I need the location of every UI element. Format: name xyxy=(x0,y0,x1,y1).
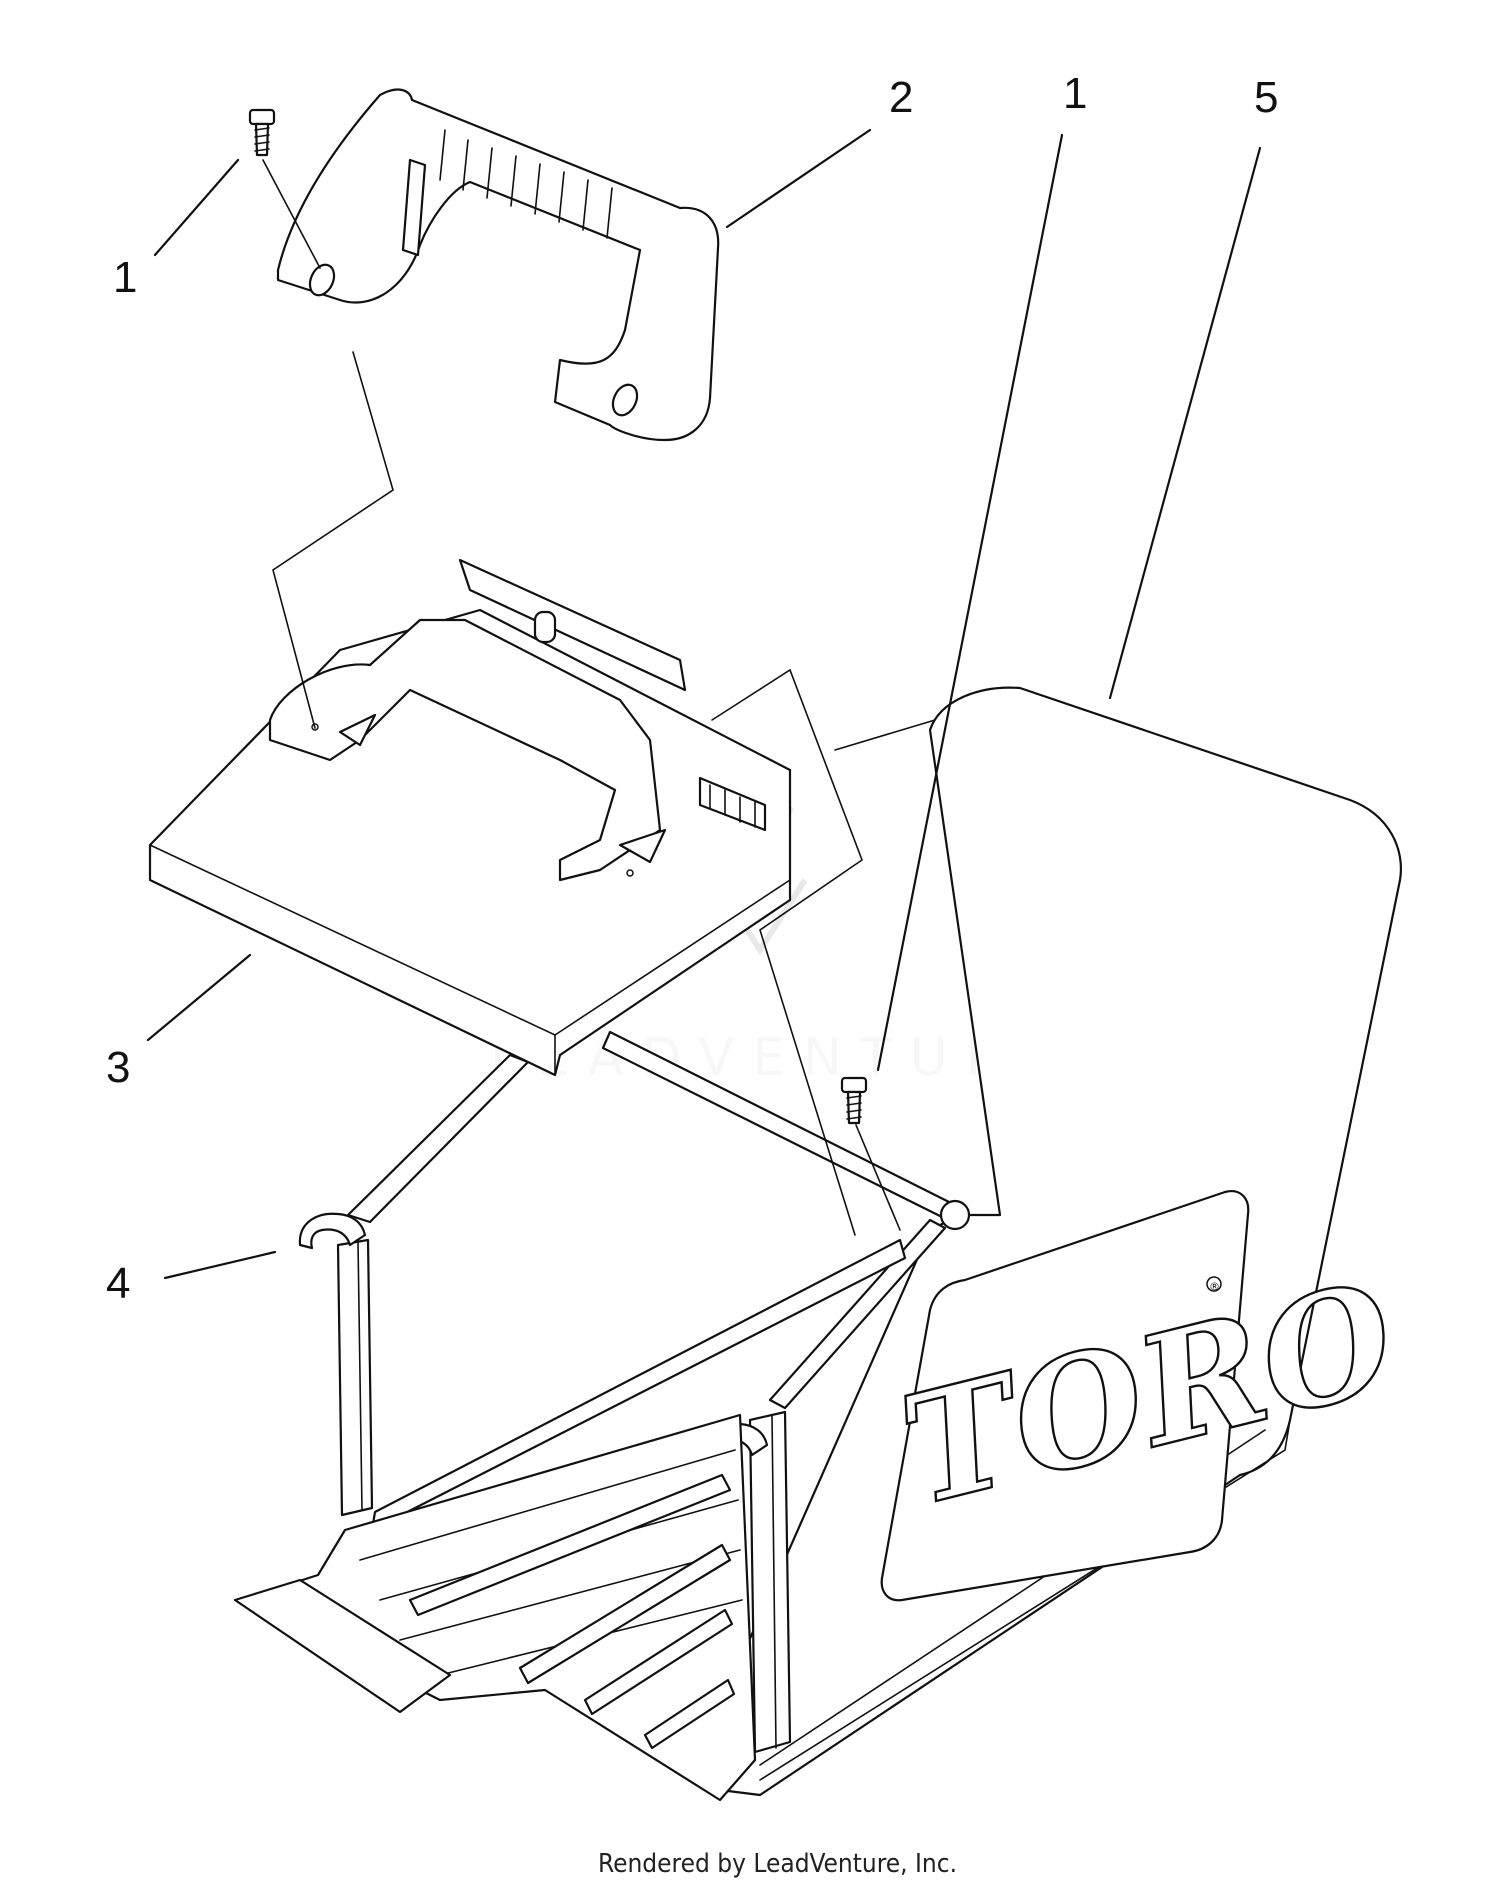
bag-frame xyxy=(233,1030,971,1802)
callout-1-left: 1 xyxy=(113,253,137,302)
grass-bag: TORO ® xyxy=(698,686,1413,1797)
leader-lines xyxy=(146,128,1262,1280)
callout-5: 5 xyxy=(1254,73,1278,122)
assembly-lines xyxy=(262,159,936,1236)
callout-2: 2 xyxy=(889,73,913,122)
screw-right xyxy=(840,1076,868,1125)
callout-1-right: 1 xyxy=(1063,69,1087,118)
callout-4: 4 xyxy=(106,1259,130,1308)
handle xyxy=(276,88,720,442)
callout-3: 3 xyxy=(106,1043,130,1092)
footer-credit: Rendered by LeadVenture, Inc. xyxy=(598,1849,957,1879)
callout-labels: 1 2 1 5 3 4 xyxy=(106,69,1278,1308)
top-cover xyxy=(148,558,792,1077)
screw-left xyxy=(248,108,276,157)
registered-mark: ® xyxy=(1209,1280,1220,1293)
